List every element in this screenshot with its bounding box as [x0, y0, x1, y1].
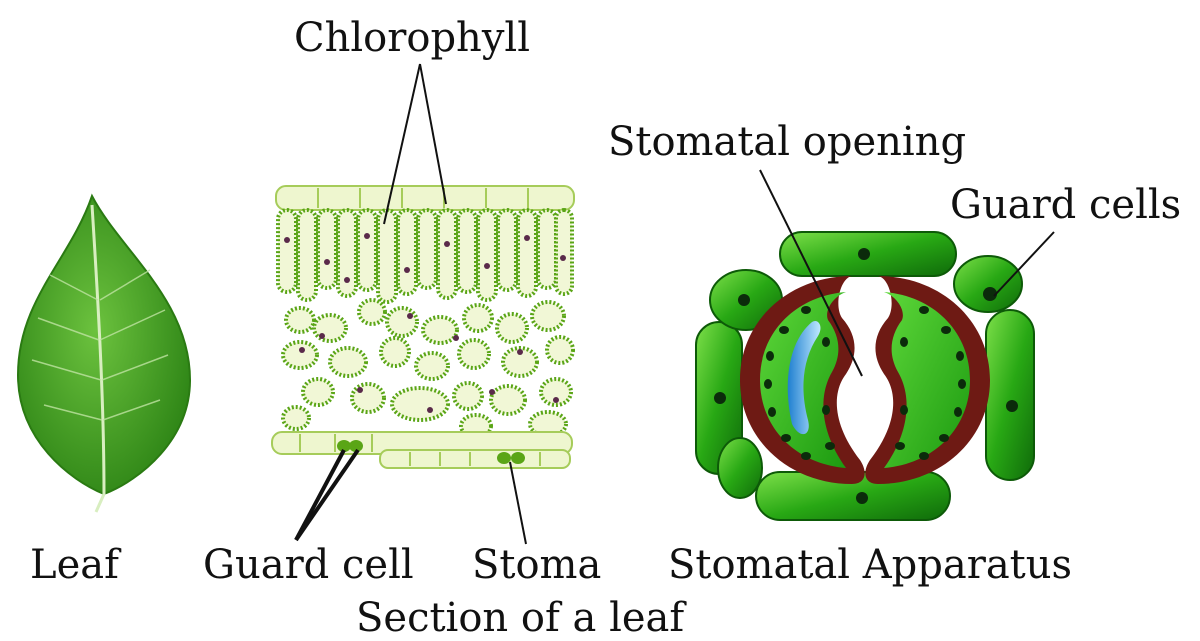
label-leaf: Leaf — [30, 545, 119, 585]
label-chlorophyll: Chlorophyll — [294, 18, 530, 58]
leaf-section-illustration — [272, 186, 574, 468]
stomata-diagram — [0, 0, 1200, 614]
lower-epidermis — [272, 432, 572, 468]
palisade-layer — [278, 210, 572, 302]
label-guard-cell: Guard cell — [203, 545, 414, 585]
stomatal-apparatus-illustration — [696, 232, 1200, 520]
chlorophyll-leader-right — [420, 64, 446, 204]
upper-epidermis — [276, 186, 574, 210]
stoma-leader — [510, 462, 526, 544]
label-stoma: Stoma — [472, 545, 601, 585]
spongy-mesophyll — [283, 300, 573, 437]
guard-cell-leader-2 — [296, 450, 358, 540]
label-stomatal-opening: Stomatal opening — [608, 122, 966, 162]
caption-section-of-leaf: Section of a leaf — [356, 598, 684, 638]
label-stomatal-apparatus: Stomatal Apparatus — [668, 545, 1072, 585]
leaf-illustration — [18, 196, 190, 512]
label-guard-cells: Guard cells — [950, 185, 1181, 225]
